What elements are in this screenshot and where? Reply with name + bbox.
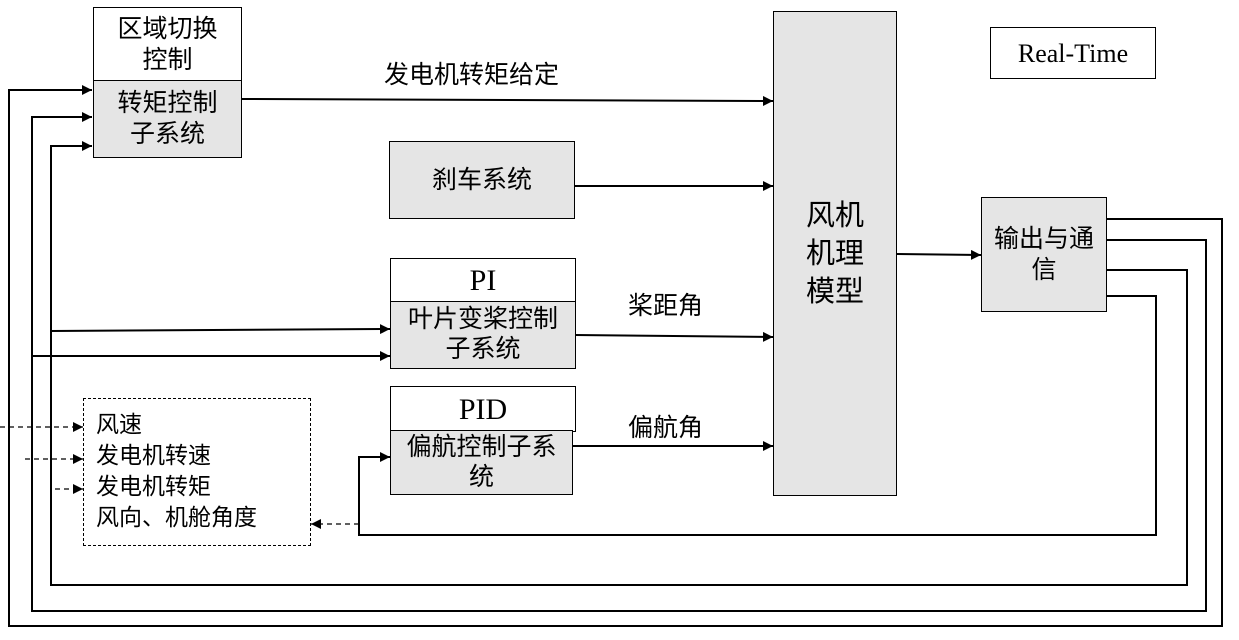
yaw-control-block: 偏航控制子系统 bbox=[390, 430, 573, 495]
torque-signal-label: 发电机转矩给定 bbox=[384, 62, 560, 89]
pi-block: PI bbox=[390, 258, 576, 303]
measurement-generator-torque: 发电机转矩 bbox=[96, 474, 211, 499]
output-communication-label: 输出与通信 bbox=[994, 225, 1095, 284]
pitch-control-block: 叶片变桨控制子系统 bbox=[390, 301, 576, 369]
realtime-label: Real-Time bbox=[1017, 38, 1129, 68]
realtime-box: Real-Time bbox=[990, 27, 1156, 79]
turbine-model-block: 风机机理模型 bbox=[773, 11, 897, 496]
yaw-signal-label: 偏航角 bbox=[628, 415, 704, 442]
pid-label: PID bbox=[458, 392, 508, 426]
measurement-list: 风速 发电机转速 发电机转矩 风向、机舱角度 bbox=[83, 398, 311, 546]
feedback-loop-second bbox=[31, 112, 1207, 612]
pitch-arrow bbox=[574, 331, 774, 342]
brake-block: 刹车系统 bbox=[389, 141, 575, 219]
measurement-wind-speed: 风速 bbox=[96, 412, 142, 437]
torque-control-label: 转矩控制子系统 bbox=[117, 90, 218, 148]
pitch-control-label: 叶片变桨控制子系统 bbox=[407, 306, 558, 363]
measurement-wind-direction-nacelle-angle: 风向、机舱角度 bbox=[96, 505, 257, 530]
torque-control-block: 转矩控制子系统 bbox=[93, 80, 242, 158]
turbine-model-label: 风机机理模型 bbox=[805, 199, 864, 308]
pid-block: PID bbox=[390, 386, 576, 432]
feedback-loop-third bbox=[50, 141, 1188, 586]
feedback-loop-outer bbox=[8, 85, 1223, 627]
zone-switch-block: 区域切换控制 bbox=[93, 7, 242, 82]
brake-label: 刹车系统 bbox=[431, 166, 532, 194]
model-to-output-arrow bbox=[896, 249, 982, 260]
torque-arrow bbox=[241, 95, 774, 106]
pi-label: PI bbox=[469, 264, 497, 297]
pitch-input-arrow-1 bbox=[50, 324, 391, 335]
pitch-signal-label: 桨距角 bbox=[628, 293, 704, 320]
yaw-control-label: 偏航控制子系统 bbox=[406, 433, 557, 491]
measurement-generator-speed: 发电机转速 bbox=[96, 443, 211, 468]
zone-switch-label: 区域切换控制 bbox=[117, 15, 218, 74]
feedback-loop-yaw bbox=[358, 295, 1157, 536]
output-communication-block: 输出与通信 bbox=[981, 197, 1107, 312]
